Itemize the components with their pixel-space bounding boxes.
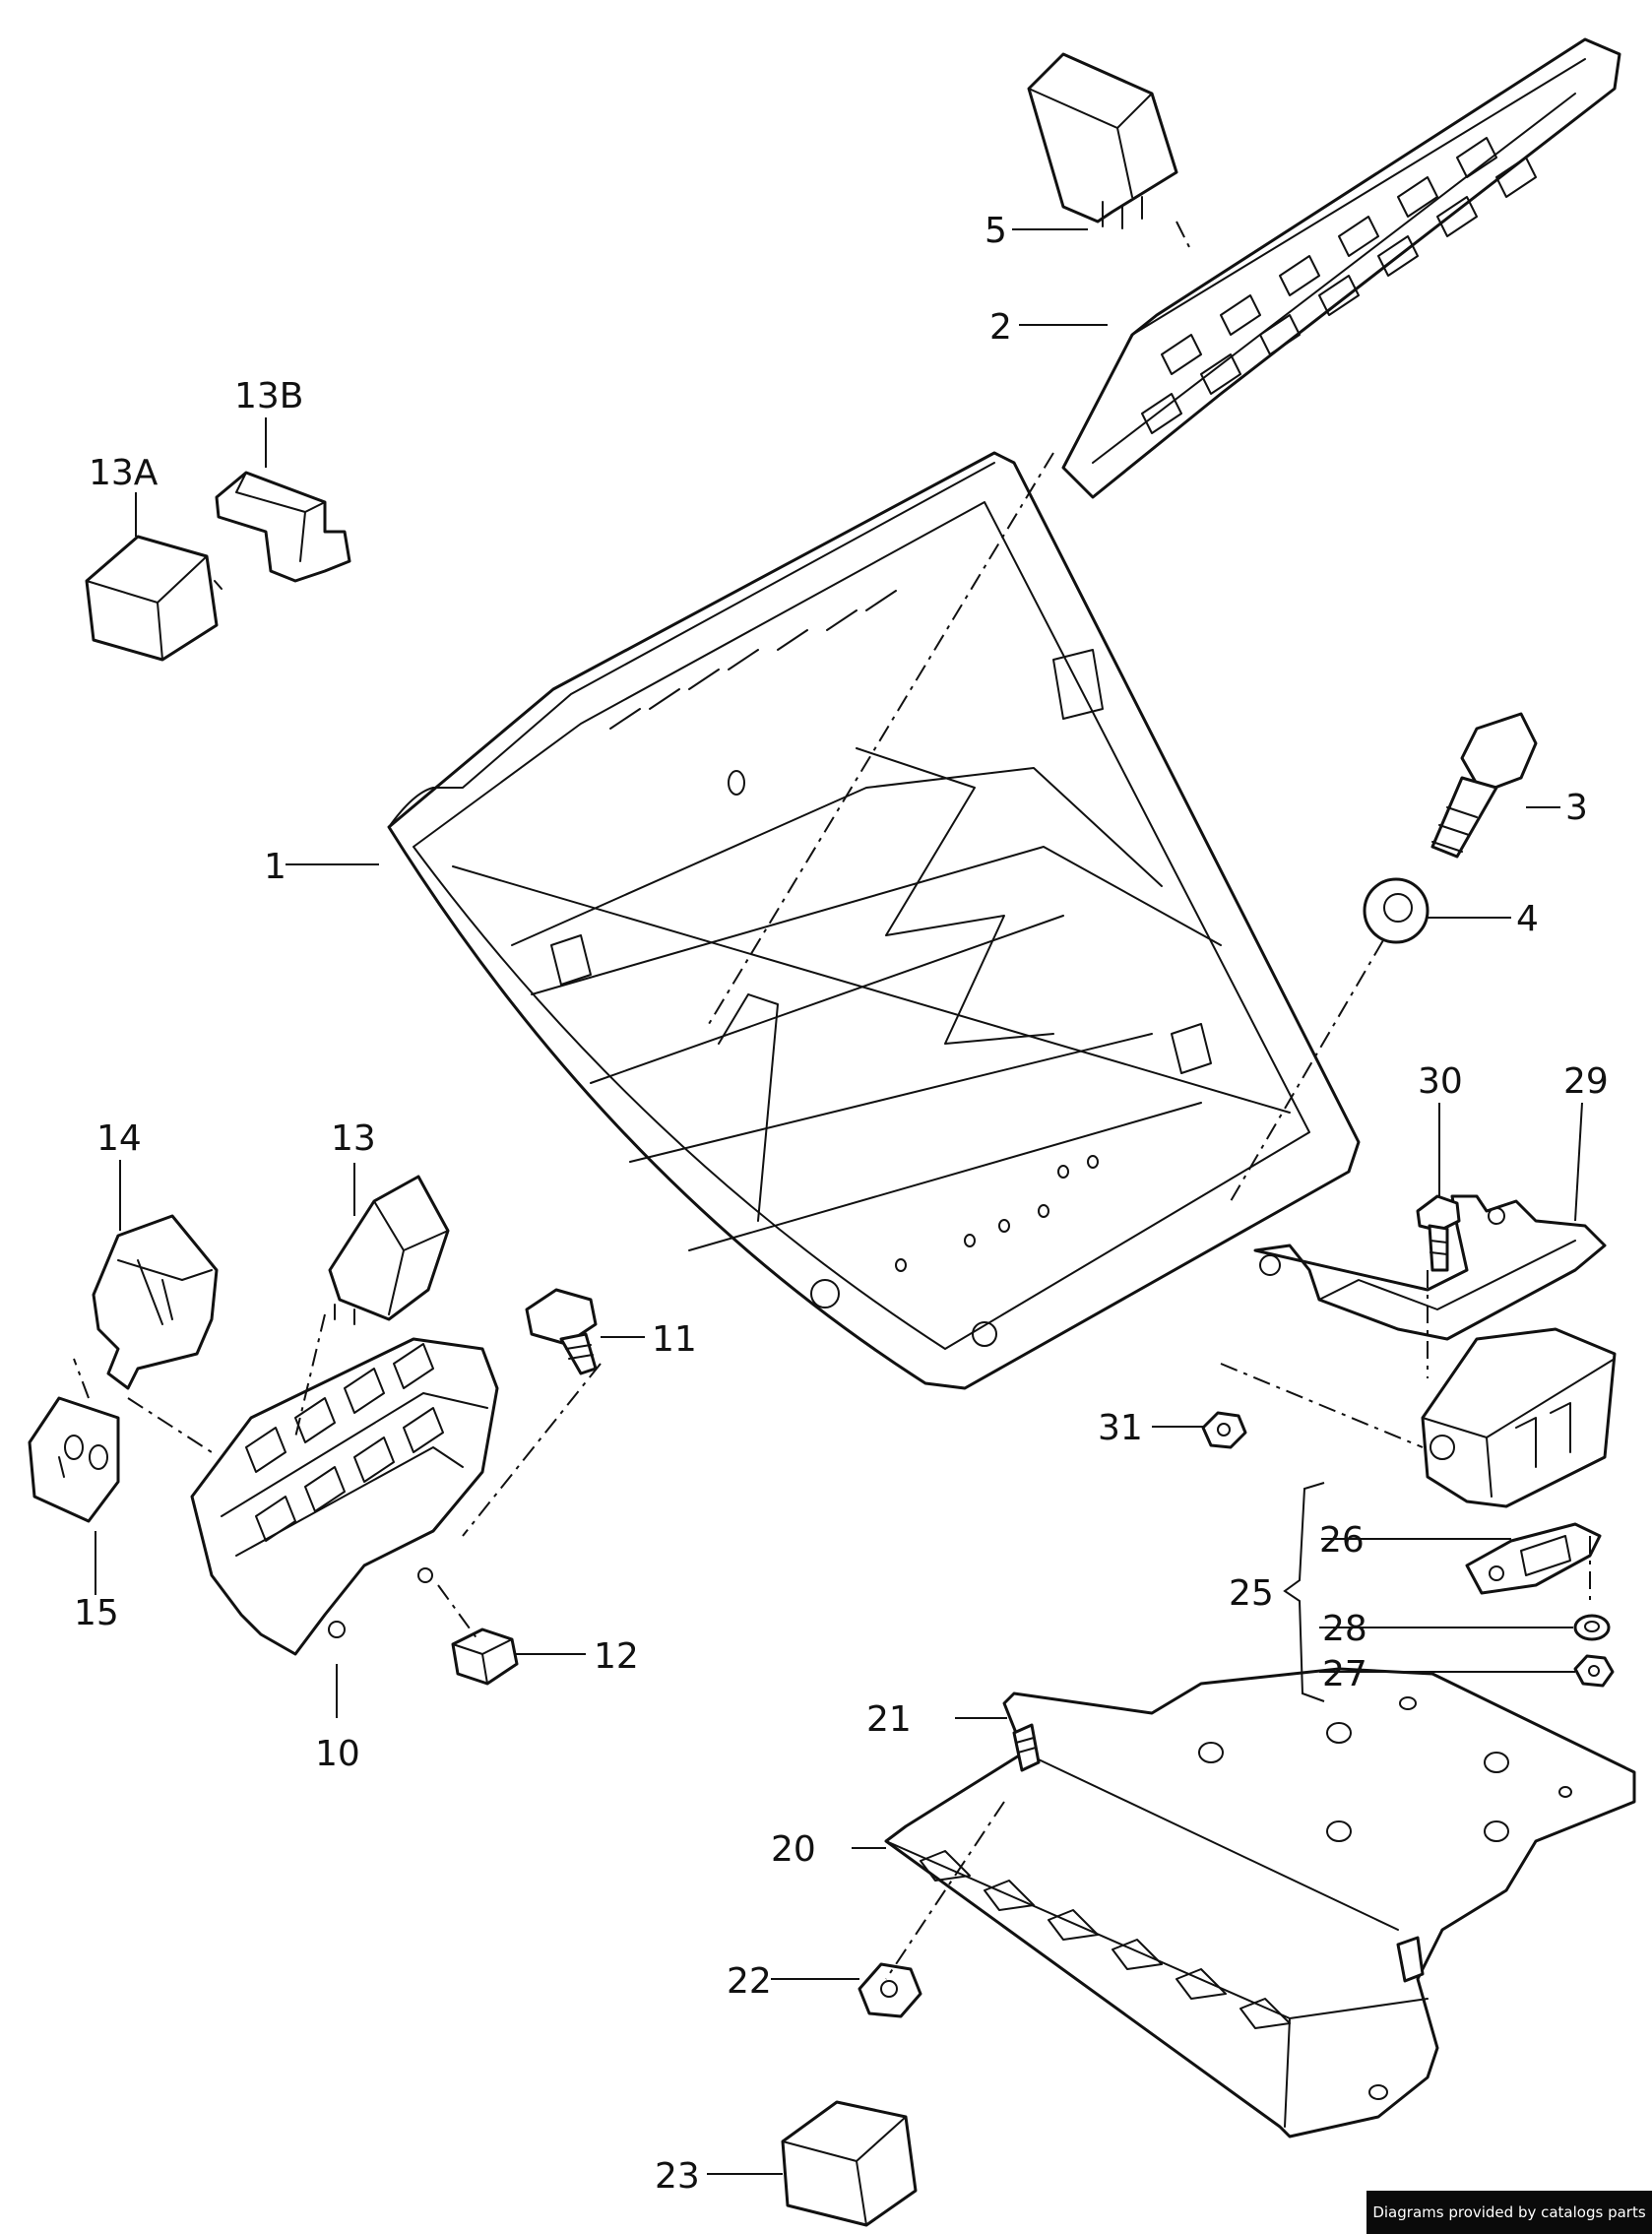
callout-13b: 13B [234, 376, 304, 416]
part-23-relay [781, 2100, 918, 2227]
callout-22: 22 [727, 1961, 772, 2002]
part-12-nut [451, 1628, 519, 1686]
callout-27: 27 [1322, 1654, 1367, 1694]
part-21-stud [1012, 1723, 1425, 1983]
part-15-clip [28, 1396, 120, 1523]
callout-13: 13 [331, 1118, 376, 1159]
callout-31: 31 [1098, 1408, 1143, 1448]
callout-25: 25 [1229, 1573, 1274, 1614]
callout-11: 11 [652, 1319, 697, 1360]
part-22-nut [858, 1962, 922, 2018]
callout-21: 21 [866, 1699, 912, 1740]
part-2-relay-plate [1061, 37, 1621, 499]
callout-12: 12 [594, 1636, 639, 1677]
callout-26: 26 [1319, 1520, 1365, 1561]
callout-23: 23 [655, 2156, 700, 2197]
callout-15: 15 [74, 1593, 119, 1633]
part-11-bolt [525, 1288, 598, 1375]
part-25-module [1421, 1327, 1617, 1508]
callout-13a: 13A [89, 453, 159, 493]
part-5-relay [1027, 52, 1178, 229]
part-29-bracket [1253, 1194, 1607, 1341]
part-13-relay [328, 1175, 450, 1325]
callout-4: 4 [1516, 899, 1539, 939]
callout-30: 30 [1418, 1061, 1463, 1102]
part-26-strip [1465, 1522, 1602, 1595]
part-30-bolt [1416, 1194, 1461, 1272]
part-3-bolt [1430, 712, 1538, 859]
leader-lines [95, 228, 1583, 2175]
part-4-grommet [1363, 877, 1430, 944]
callout-labels: 1 2 3 4 5 13A 13B 14 15 13 10 11 12 30 2… [74, 211, 1609, 2197]
callout-14: 14 [96, 1118, 142, 1159]
part-20-relay-carrier [884, 1667, 1636, 2138]
part-27-nut [1573, 1654, 1615, 1688]
part-10-fuse-carrier [190, 1337, 499, 1656]
callout-10: 10 [315, 1734, 360, 1774]
part-28-washer [1573, 1614, 1611, 1641]
part-13a-relay [85, 535, 222, 662]
callout-5: 5 [985, 211, 1007, 251]
part-1-housing [387, 451, 1361, 1390]
part-31-nut [1201, 1411, 1247, 1449]
callout-20: 20 [771, 1829, 816, 1870]
callout-28: 28 [1322, 1609, 1367, 1649]
credit-banner: Diagrams provided by catalogs parts [1366, 2191, 1652, 2234]
assembly-axes [73, 221, 1591, 1980]
part-13b-bracket [215, 471, 351, 583]
callout-1: 1 [264, 847, 286, 887]
callout-2: 2 [989, 307, 1012, 348]
callout-29: 29 [1563, 1061, 1609, 1102]
callout-3: 3 [1565, 788, 1588, 828]
part-14-socket [92, 1214, 219, 1390]
